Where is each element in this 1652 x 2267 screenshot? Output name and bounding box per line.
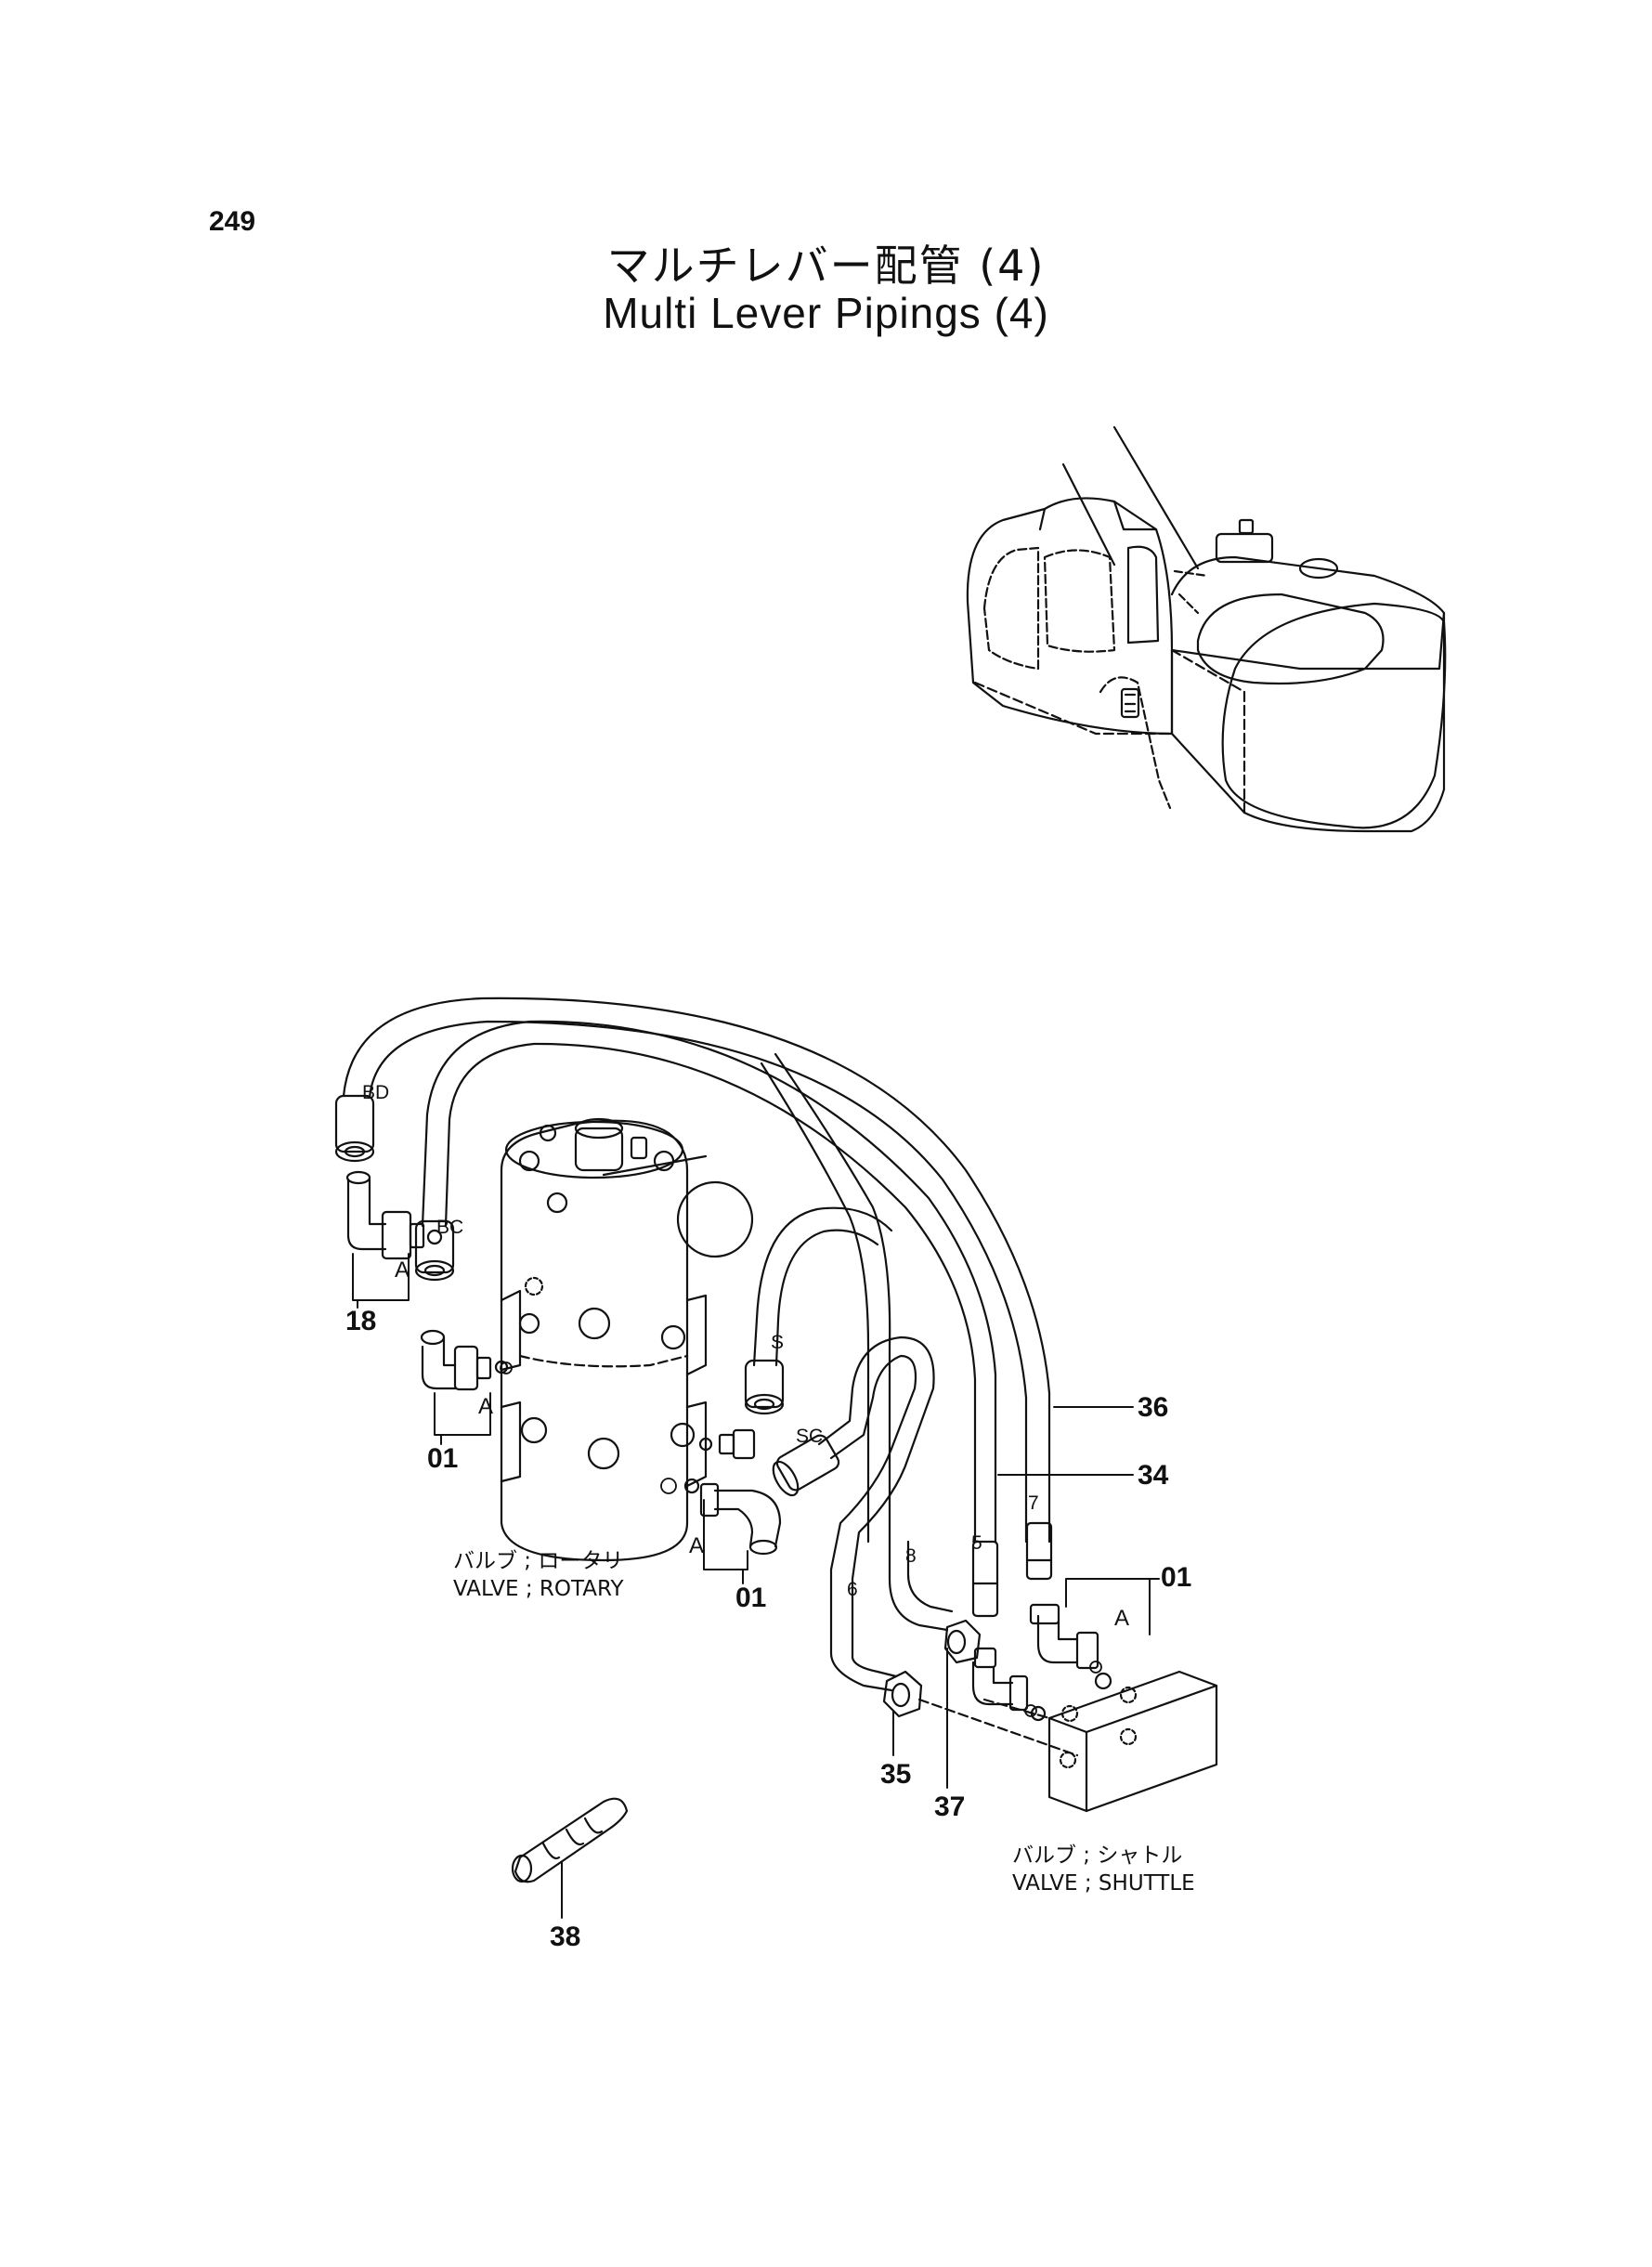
component-captions: バルブ ; ロータリ VALVE ; ROTARY バルブ ; シャトル VAL… (453, 1549, 1195, 1896)
title-japanese: マルチレバー配管 (4) (606, 241, 1046, 291)
label-port-8: 8 (905, 1545, 917, 1567)
label-port-7: 7 (1028, 1492, 1039, 1514)
label-bd: BD (362, 1082, 389, 1103)
elbow-01-left (420, 1329, 509, 1391)
shuttle-valve (1047, 1670, 1218, 1813)
view-letter-a4: A (1114, 1606, 1129, 1631)
hoses (342, 997, 1053, 1692)
title-english: Multi Lever Pipings (4) (603, 289, 1049, 337)
connector-labels: BD BC S SC 5 6 7 8 (362, 1082, 1039, 1600)
caption-rotary-jp: バルブ ; ロータリ (453, 1549, 623, 1573)
callout-38: 38 (550, 1922, 580, 1952)
o-rings (500, 1362, 1102, 1717)
view-letters: A A A A (395, 1257, 1129, 1631)
callout-37: 37 (934, 1791, 965, 1822)
label-port-6: 6 (847, 1579, 858, 1600)
label-bc: BC (436, 1217, 463, 1238)
callout-01-left: 01 (427, 1443, 458, 1474)
caption-shuttle-en: VALVE ; SHUTTLE (1012, 1871, 1195, 1896)
callout-36: 36 (1138, 1392, 1168, 1423)
label-sc: SC (796, 1426, 823, 1447)
rotary-valve (500, 1117, 754, 1562)
caption-shuttle-jp: バルブ ; シャトル (1012, 1844, 1182, 1868)
caption-rotary-en: VALVE ; ROTARY (453, 1577, 625, 1601)
connector-bd (334, 1094, 375, 1163)
callout-18: 18 (345, 1306, 376, 1336)
connector-s (744, 1359, 785, 1415)
callout-34: 34 (1138, 1460, 1169, 1491)
page-number: 249 (209, 206, 256, 237)
view-letter-a1: A (395, 1257, 410, 1283)
callout-35: 35 (880, 1759, 911, 1790)
label-s: S (771, 1332, 784, 1353)
connector-sc (772, 1434, 840, 1497)
elbow-01-center (683, 1428, 782, 1556)
view-letter-a2: A (478, 1394, 493, 1419)
callout-01-right: 01 (1161, 1562, 1191, 1593)
excavator-overview-illustration (966, 425, 1447, 833)
label-port-5: 5 (971, 1532, 982, 1554)
view-letter-a3: A (689, 1533, 704, 1558)
callout-numbers: 18 01 01 01 36 34 35 37 38 (345, 1306, 1191, 1952)
shuttle-fittings (882, 1603, 1112, 1757)
elbow-18-left (345, 1170, 443, 1260)
callout-01-center: 01 (735, 1583, 766, 1613)
spring-guard-38 (511, 1797, 629, 1883)
leader-lines (352, 1253, 1160, 1919)
